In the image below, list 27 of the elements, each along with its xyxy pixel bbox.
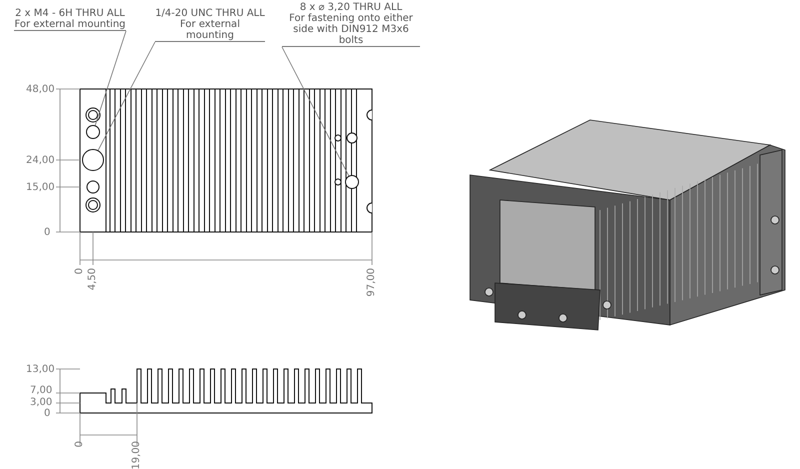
dimension-value: 0 — [74, 268, 85, 274]
callout-note — [282, 2, 420, 47]
mounting-hole — [82, 149, 104, 171]
dimension-value: 13,00 — [26, 364, 55, 375]
callout-text: For external mounting — [179, 19, 241, 41]
callout-note — [14, 8, 126, 31]
dimension-value: 0 — [44, 227, 50, 238]
dimension-value: 0 — [44, 408, 50, 419]
dimension-value: 3,00 — [30, 397, 52, 408]
leader-line — [282, 46, 350, 176]
callout-note — [155, 8, 265, 42]
dimension-value: 4,50 — [87, 268, 98, 290]
mounting-hole — [345, 175, 359, 189]
dimension-value: 48,00 — [26, 84, 55, 95]
dimension-value: 7,00 — [30, 385, 52, 396]
dimension-value: 97,00 — [366, 268, 377, 297]
callout-text: 1/4-20 UNC THRU ALL — [155, 8, 265, 19]
callout-text: For fastening onto either side with DIN912 M3x6 bolts — [288, 13, 414, 46]
dimension-value: 24,00 — [26, 155, 55, 166]
callout-text: 8 x ⌀ 3,20 THRU ALL — [298, 2, 404, 13]
callout-text: For external mounting — [14, 19, 126, 30]
dimension-value: 15,00 — [26, 182, 55, 193]
leader-line — [94, 30, 126, 126]
leader-line — [98, 42, 156, 151]
dimension-value: 0 — [74, 441, 85, 448]
mounting-hole — [86, 125, 100, 139]
callout-text: 2 x M4 - 6H THRU ALL — [14, 8, 126, 19]
